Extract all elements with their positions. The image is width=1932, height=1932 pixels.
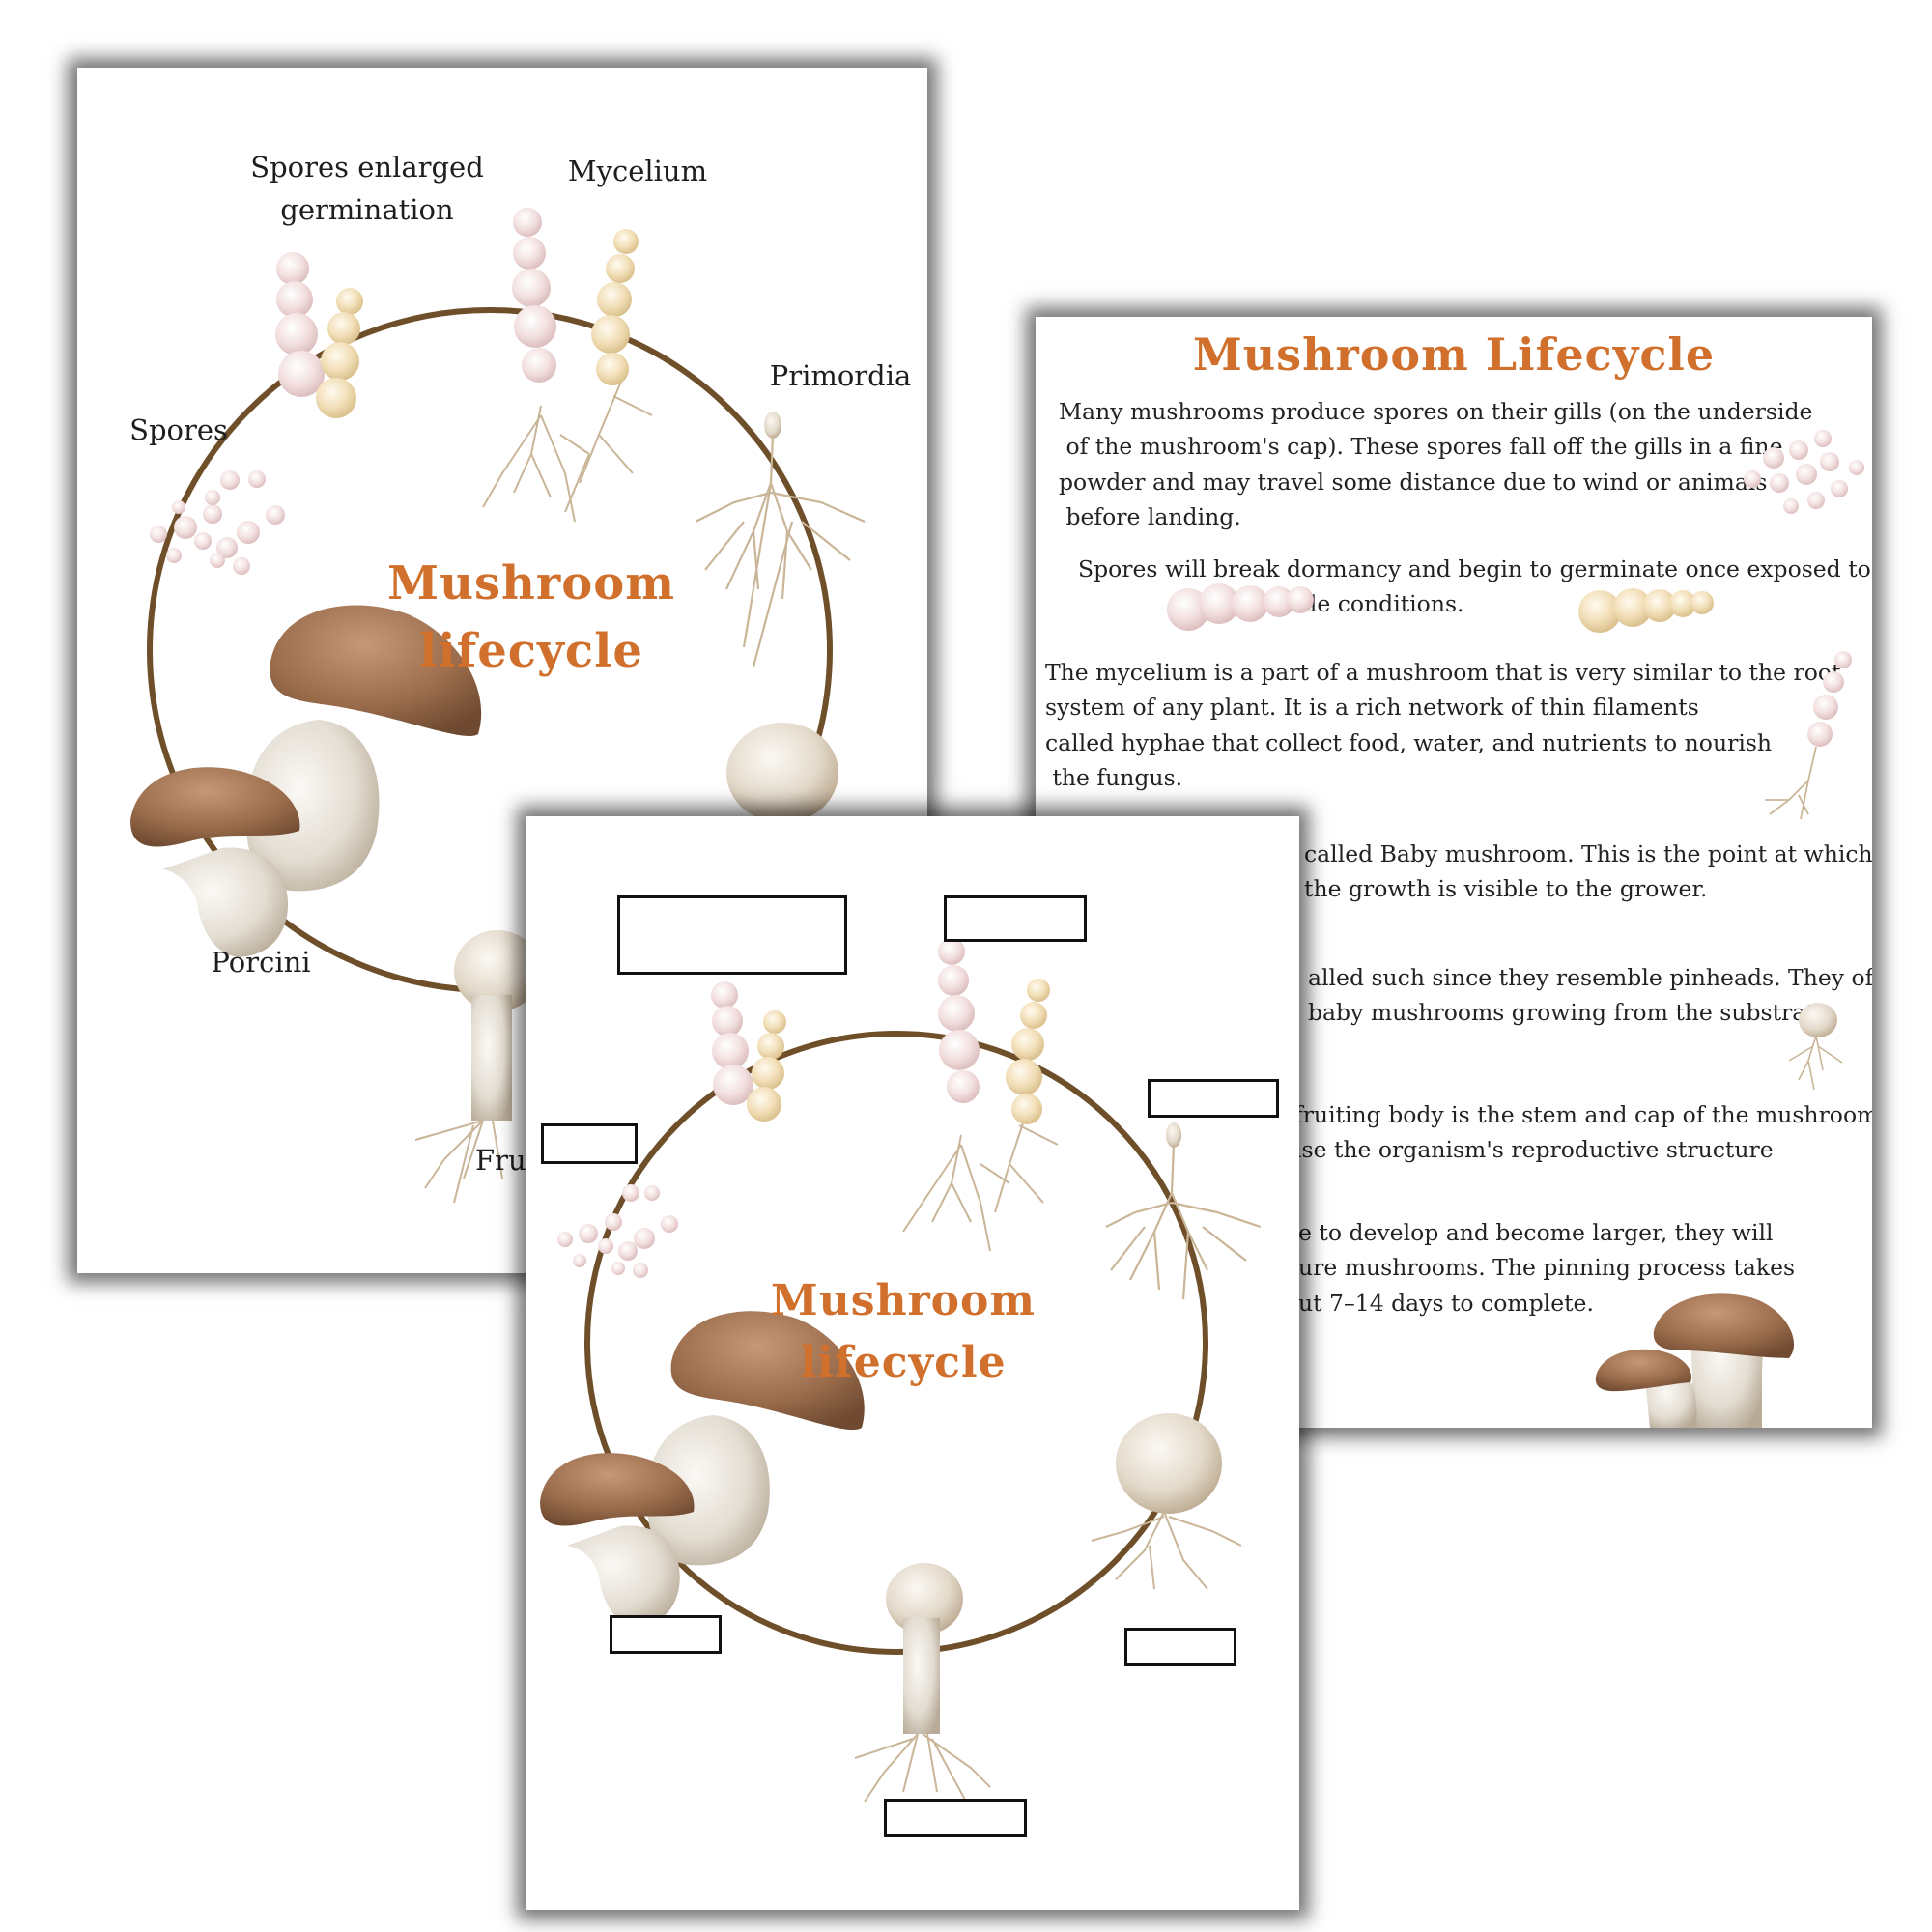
label-primordia: Primordia bbox=[753, 355, 927, 398]
blank-label-box-pinhead[interactable] bbox=[1124, 1628, 1236, 1666]
worksheet-title-line1: Mushroom bbox=[720, 1270, 1087, 1332]
mycelium-illustration bbox=[483, 208, 652, 522]
label-porcini: Porcini bbox=[169, 942, 353, 984]
label-mycelium: Mycelium bbox=[551, 151, 724, 193]
blank-label-box-spores-enlarged[interactable] bbox=[617, 895, 847, 975]
ws-spores-enlarged-illustration bbox=[711, 981, 786, 1122]
spores-enlarged-illustration bbox=[275, 252, 363, 418]
germinating-spores-illustration bbox=[1167, 583, 1714, 633]
label-spores-enlarged-line2: germination bbox=[174, 189, 560, 232]
blank-worksheet: Mushroom lifecycle bbox=[526, 816, 1299, 1910]
blank-label-box-primordia[interactable] bbox=[1148, 1079, 1279, 1118]
label-spores-enlarged: Spores enlarged germination bbox=[174, 147, 560, 231]
ws-spores-illustration bbox=[557, 1184, 678, 1278]
left-title-line2: lifecycle bbox=[328, 618, 734, 686]
worksheet-title: Mushroom lifecycle bbox=[720, 1270, 1087, 1394]
pinhead-illustration bbox=[726, 723, 838, 823]
worksheet-title-line2: lifecycle bbox=[720, 1332, 1087, 1394]
left-title-line1: Mushroom bbox=[328, 551, 734, 618]
left-sheet-title: Mushroom lifecycle bbox=[328, 551, 734, 685]
blank-label-box-spores[interactable] bbox=[541, 1123, 638, 1164]
ws-fruiting-body-illustration bbox=[855, 1563, 990, 1802]
spores-cluster-illustration bbox=[1744, 430, 1864, 514]
label-spores: Spores bbox=[106, 410, 251, 452]
blank-label-box-porcini[interactable] bbox=[610, 1615, 722, 1654]
blank-label-box-mycelium[interactable] bbox=[944, 895, 1087, 942]
ws-mycelium-illustration bbox=[903, 938, 1058, 1251]
ws-primordia-illustration bbox=[1106, 1122, 1261, 1299]
pinhead-small-illustration bbox=[1789, 1003, 1842, 1090]
porcini-small-illustration bbox=[1596, 1293, 1794, 1428]
mycelium-small-illustration bbox=[1765, 651, 1852, 819]
label-spores-enlarged-line1: Spores enlarged bbox=[174, 147, 560, 189]
spores-illustration bbox=[150, 470, 285, 575]
blank-label-box-fruiting-body[interactable] bbox=[884, 1799, 1027, 1837]
